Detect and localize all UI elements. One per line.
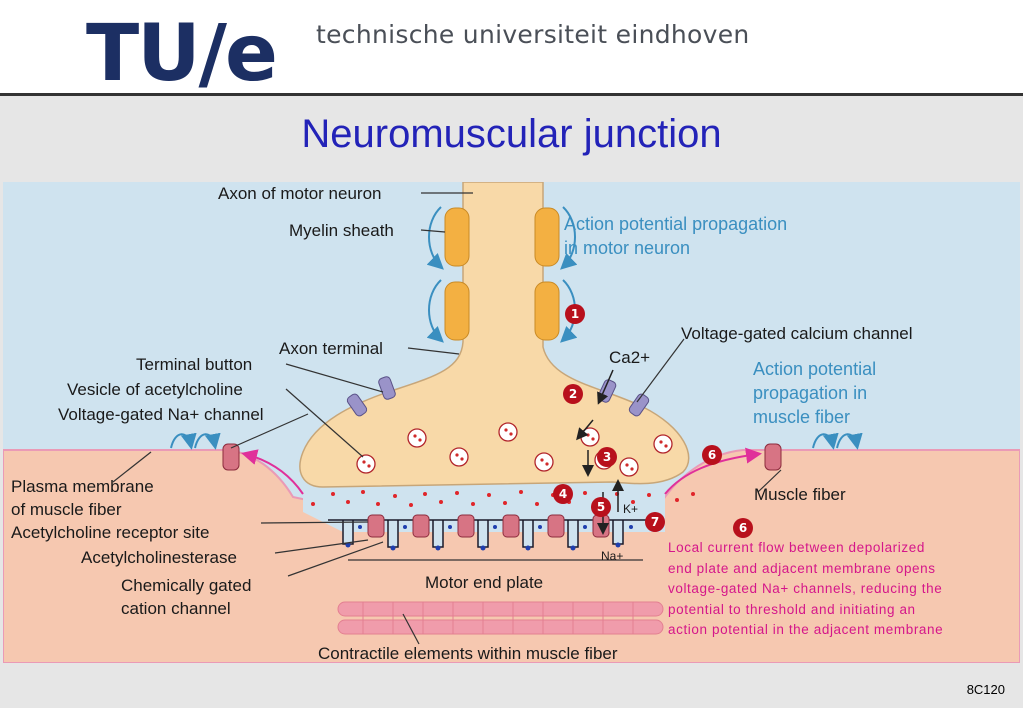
svg-text:1: 1 [571, 307, 579, 321]
pink-line-5: action potential in the adjacent membran… [668, 622, 943, 637]
muscle-propagation-arrows [170, 432, 863, 450]
diagram-labels: Axon of motor neuron Myelin sheath Axon … [11, 184, 913, 663]
pink-line-2: end plate and adjacent membrane opens [668, 561, 936, 576]
label-na-ion: Na+ [601, 549, 623, 563]
myelin-sheath [444, 207, 560, 341]
step-badge-5: 5 [591, 497, 611, 517]
label-axon-motor-neuron: Axon of motor neuron [218, 184, 381, 203]
label-ap-neuron-2: in motor neuron [564, 238, 690, 258]
header-divider [0, 93, 1023, 96]
local-current-explanation: Local current flow between depolarized e… [668, 540, 943, 637]
label-acetylcholinesterase: Acetylcholinesterase [81, 548, 237, 567]
label-ap-muscle-3: muscle fiber [753, 407, 850, 427]
svg-text:2: 2 [569, 387, 577, 401]
local-current-arrows [241, 447, 762, 495]
label-plasma-membrane-1: Plasma membrane [11, 477, 154, 496]
svg-text:6: 6 [708, 448, 716, 462]
step-badges: 1 2 3 4 5 6 6 7 [553, 304, 753, 538]
label-axon-terminal: Axon terminal [279, 339, 383, 358]
leader-lines [112, 192, 782, 645]
label-motor-end-plate: Motor end plate [425, 573, 543, 592]
chemically-gated-channels [367, 514, 610, 538]
svg-text:4: 4 [559, 487, 567, 501]
step-badge-1: 1 [565, 304, 585, 324]
axon-propagation-arrows [426, 206, 578, 343]
step-badge-3: 3 [597, 447, 617, 467]
label-contractile: Contractile elements within muscle fiber [318, 644, 618, 663]
label-muscle-fiber: Muscle fiber [754, 485, 846, 504]
step-badge-7: 7 [645, 512, 665, 532]
na-channels [222, 443, 782, 471]
pink-line-3: voltage-gated Na+ channels, reducing the [668, 581, 942, 596]
label-myelin-sheath: Myelin sheath [289, 221, 394, 240]
vesicle-contents [362, 428, 668, 471]
step-badge-2: 2 [563, 384, 583, 404]
label-ap-neuron-1: Action potential propagation [564, 214, 787, 234]
pink-line-4: potential to threshold and initiating an [668, 602, 916, 617]
label-plasma-membrane-2: of muscle fiber [11, 500, 122, 519]
slide-title: Neuromuscular junction [301, 112, 722, 156]
label-vesicle: Vesicle of acetylcholine [67, 380, 243, 399]
label-chem-gated-1: Chemically gated [121, 576, 251, 595]
svg-text:6: 6 [739, 521, 747, 535]
label-ca-channel: Voltage-gated calcium channel [681, 324, 913, 343]
label-terminal-button: Terminal button [136, 355, 252, 374]
svg-text:3: 3 [603, 450, 611, 464]
label-ap-muscle-2: propagation in [753, 383, 867, 403]
label-k-ion: K+ [623, 502, 638, 516]
pink-line-1: Local current flow between depolarized [668, 540, 925, 555]
tue-logo: TU/e [86, 9, 278, 99]
label-ca-ion: Ca2+ [609, 348, 650, 367]
label-ach-receptor: Acetylcholine receptor site [11, 523, 209, 542]
label-na-channel: Voltage-gated Na+ channel [58, 405, 264, 424]
step-badge-6b: 6 [733, 518, 753, 538]
svg-text:5: 5 [597, 500, 605, 514]
neuromuscular-junction-diagram: 1 2 3 4 5 6 6 7 Axon of motor neuron Mye… [3, 182, 1020, 663]
label-chem-gated-2: cation channel [121, 599, 231, 618]
step-badge-4: 4 [553, 484, 573, 504]
step-badge-6a: 6 [702, 445, 722, 465]
acetylcholinesterase-dots [345, 525, 633, 551]
header: TU/e technische universiteit eindhoven [0, 0, 1023, 99]
label-ap-muscle-1: Action potential [753, 359, 876, 379]
propagation-labels: Action potential propagation in motor ne… [564, 214, 876, 427]
slide-footer-code: 8C120 [966, 682, 1005, 697]
contractile-elements [337, 601, 664, 635]
svg-text:7: 7 [651, 515, 659, 529]
university-name: technische universiteit eindhoven [316, 20, 750, 49]
